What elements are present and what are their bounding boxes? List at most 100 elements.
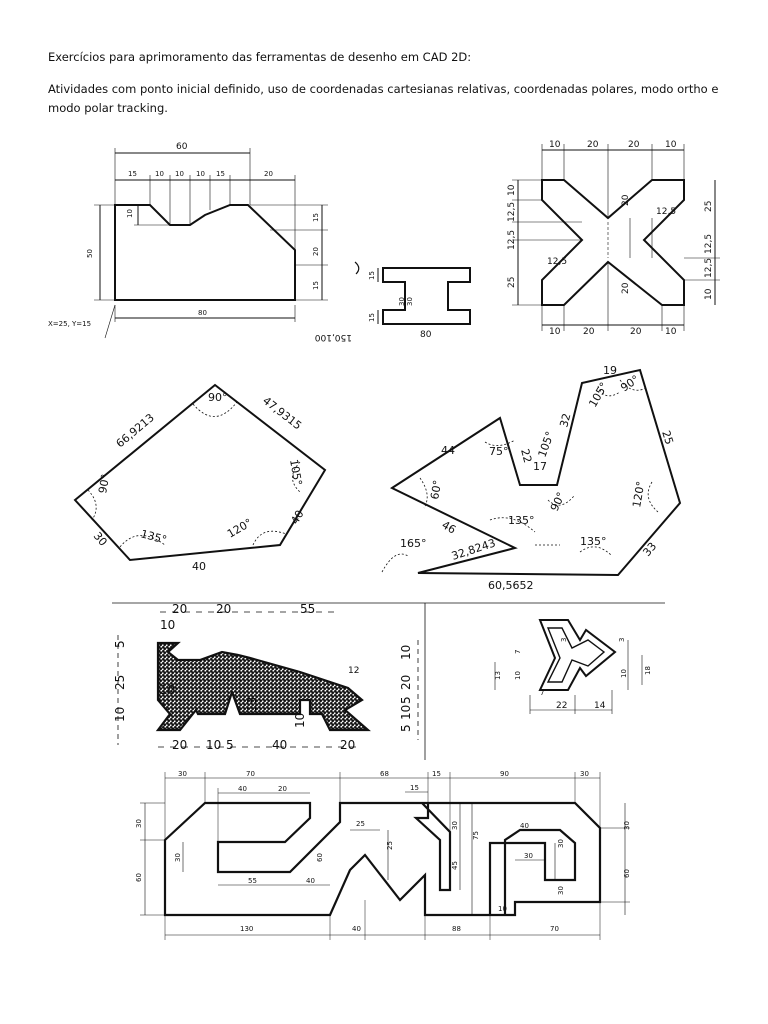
fig4-side-30: 30 <box>91 530 110 549</box>
fig6-inner-10: 10 <box>160 683 175 697</box>
fig5-angle-60: 60° <box>428 479 444 500</box>
fig3-top-20b: 20 <box>628 140 640 150</box>
fig8-inner-55: 55 <box>248 877 257 885</box>
fig8-top-68: 68 <box>380 770 389 778</box>
fig6-left-25: 25 <box>113 675 127 690</box>
fig5-angle-135-mid: 135° <box>508 514 535 527</box>
fig6-top-10: 10 <box>160 618 175 632</box>
fig4-side-40-bottom: 40 <box>192 560 206 573</box>
fig3-bot-20a: 20 <box>583 327 595 337</box>
fig8-right-60: 60 <box>623 869 631 878</box>
fig8-inner-40: 40 <box>306 877 315 885</box>
page-subtitle: Atividades com ponto inicial definido, u… <box>48 82 719 115</box>
fig3-inner-12-5-left: 12,5 <box>547 257 567 267</box>
fig1-start-point: X=25, Y=15 <box>48 320 91 328</box>
fig8-right-30b: 30 <box>557 839 565 848</box>
fig8-mid-30: 30 <box>451 821 459 830</box>
fig8-bot-40: 40 <box>352 925 361 933</box>
fig7-dim-3b: 3 <box>618 638 626 642</box>
fig6-inner-13: 13 <box>245 697 259 712</box>
fig7-dim-10b: 10 <box>620 669 628 678</box>
fig8-mid-25b: 25 <box>386 841 394 850</box>
figure-7-arrow <box>494 619 643 714</box>
fig1-dim-15-r1: 15 <box>312 213 320 222</box>
fig8-top-30b: 30 <box>580 770 589 778</box>
figure-6-hatched-profile <box>117 611 419 748</box>
fig6-top-55: 55 <box>300 602 315 616</box>
fig1-dim-20: 20 <box>264 170 273 178</box>
fig4-angle-left: 90° <box>96 473 112 494</box>
fig1-dim-80: 80 <box>198 309 207 317</box>
fig1-dim-20-r: 20 <box>312 247 320 256</box>
fig4-side-40-right: 40 <box>288 508 306 527</box>
fig1-dim-50: 50 <box>86 249 94 258</box>
figure-2-i-beam <box>354 261 471 325</box>
fig4-angle-bottom-right: 120° <box>225 516 254 541</box>
fig5-angle-90-top: 90° <box>618 373 641 395</box>
fig6-inner-12: 12 <box>348 666 359 676</box>
fig6-right-10: 10 <box>399 645 413 660</box>
fig8-bot-88: 88 <box>452 925 461 933</box>
fig5-angle-90-mid: 90° <box>548 490 568 513</box>
fig7-dim-7b: 7 <box>540 689 544 697</box>
fig3-inner-20b: 20 <box>621 282 631 294</box>
fig7-dim-22: 22 <box>556 701 567 711</box>
fig8-right-30d: 30 <box>623 821 631 830</box>
fig6-inner-10b: 10 <box>293 713 307 728</box>
fig1-dim-10c: 10 <box>196 170 205 178</box>
fig8-mid-25a: 25 <box>356 820 365 828</box>
figure-4-pentagon <box>73 383 327 562</box>
fig4-angle-top: 90° <box>208 391 228 404</box>
fig7-dim-3a: 3 <box>560 638 568 642</box>
fig6-right-5b: 5 <box>399 724 413 732</box>
fig7-dim-18: 18 <box>644 666 652 675</box>
fig6-bot-20a: 20 <box>172 738 187 752</box>
fig5-angle-105-top: 105° <box>586 380 611 409</box>
fig5-dim-60-5652: 60,5652 <box>488 579 534 592</box>
fig5-angle-120: 120° <box>630 480 647 508</box>
fig6-bot-10: 10 <box>206 738 221 752</box>
fig5-dim-44: 44 <box>441 444 455 457</box>
fig5-dim-25: 25 <box>659 429 676 446</box>
fig6-bot-5: 5 <box>226 738 234 752</box>
fig2-dim-15-top: 15 <box>368 271 376 280</box>
fig3-inner-12-5-right: 12,5 <box>656 207 676 217</box>
fig6-bot-20b: 20 <box>340 738 355 752</box>
figure-1-profile <box>94 148 328 339</box>
fig2-dim-15-bot: 15 <box>368 313 376 322</box>
fig8-left-30: 30 <box>135 819 143 828</box>
fig4-angle-right: 105° <box>287 458 304 486</box>
fig8-top-15b: 15 <box>410 784 419 792</box>
figure-3-x-shape <box>512 144 720 331</box>
fig1-dim-10b: 10 <box>175 170 184 178</box>
fig8-top-20: 20 <box>278 785 287 793</box>
fig8-inner-30: 30 <box>174 853 182 862</box>
fig7-dim-13: 13 <box>494 671 502 680</box>
fig8-top-15a: 15 <box>432 770 441 778</box>
fig3-right-12-5b: 12,5 <box>704 258 714 278</box>
fig3-left-12-5b: 12,5 <box>507 230 517 250</box>
fig1-dim-15a: 15 <box>128 170 137 178</box>
fig1-dim-60: 60 <box>176 142 188 152</box>
fig8-top-40a: 40 <box>238 785 247 793</box>
fig1-dim-10a: 10 <box>155 170 164 178</box>
fig3-bot-20b: 20 <box>630 327 642 337</box>
fig3-right-12-5a: 12,5 <box>704 234 714 254</box>
fig5-dim-46: 46 <box>440 518 459 536</box>
figure-8-large-profile <box>140 772 630 940</box>
figure-5-polygon <box>381 368 682 577</box>
fig5-dim-19: 19 <box>603 364 617 377</box>
fig6-right-5a: 5 <box>399 696 413 704</box>
fig5-dim-17: 17 <box>533 460 547 473</box>
fig3-left-25: 25 <box>507 277 517 288</box>
fig3-top-10a: 10 <box>549 140 561 150</box>
page-title: Exercícios para aprimoramento das ferram… <box>48 50 472 64</box>
fig5-angle-135-right: 135° <box>580 535 607 548</box>
fig8-left-60: 60 <box>135 873 143 882</box>
fig8-top-30a: 30 <box>178 770 187 778</box>
fig6-left-10: 10 <box>113 707 127 722</box>
fig8-mid-45: 45 <box>451 861 459 870</box>
fig4-side-47-9315: 47,9315 <box>260 394 304 432</box>
fig5-dim-32: 32 <box>557 412 573 429</box>
